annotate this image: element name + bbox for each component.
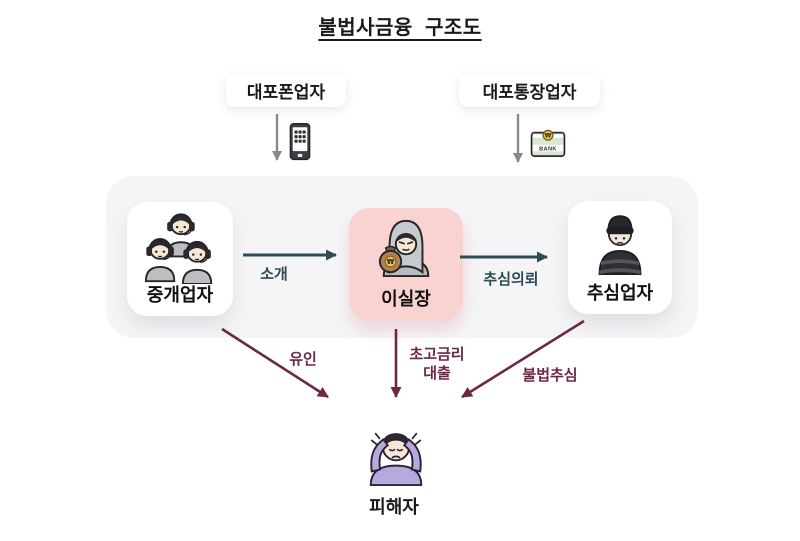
call-center-group-icon: [144, 213, 213, 284]
loan-shark-box: ₩ 이실장: [349, 208, 463, 320]
collection-request-arrow-label: 추심의뢰: [483, 271, 539, 288]
loan-label-line2: 대출: [423, 365, 451, 382]
burner-account-dealer-label: 대포통장업자: [482, 83, 577, 102]
won-coin-symbol: ₩: [545, 133, 552, 140]
debt-collector-icon: [598, 215, 642, 275]
broker-label: 중개업자: [146, 285, 214, 305]
victim-label: 피해자: [369, 497, 419, 517]
bank-text: BANK: [539, 146, 557, 152]
loan-shark-label: 이실장: [381, 289, 431, 309]
money-bag-won-symbol: ₩: [387, 258, 395, 266]
burner-phone-dealer-box: 대포폰업자: [226, 74, 346, 107]
broker-box: 중개업자: [127, 202, 233, 316]
burner-account-dealer-box: 대포통장업자: [459, 74, 600, 107]
hooded-loan-shark-icon: ₩: [378, 219, 430, 278]
burner-phone-dealer-label: 대포폰업자: [246, 83, 326, 102]
collector-box: 추심업자: [568, 201, 672, 314]
bank-passbook-icon: BANK ₩: [530, 129, 566, 157]
intro-arrow-label: 소개: [260, 266, 288, 283]
lure-arrow-label: 유인: [289, 351, 317, 368]
loan-label-line1: 초고금리: [409, 346, 465, 363]
burner-phone-icon: [289, 122, 311, 161]
high-interest-loan-arrow-label: 초고금리 대출: [397, 345, 477, 383]
illegal-collection-arrow-label: 불법추심: [522, 367, 578, 384]
distressed-person-icon: [369, 432, 423, 487]
collector-label: 추심업자: [586, 283, 654, 303]
diagram-title: 불법사금융 구조도: [318, 17, 482, 39]
